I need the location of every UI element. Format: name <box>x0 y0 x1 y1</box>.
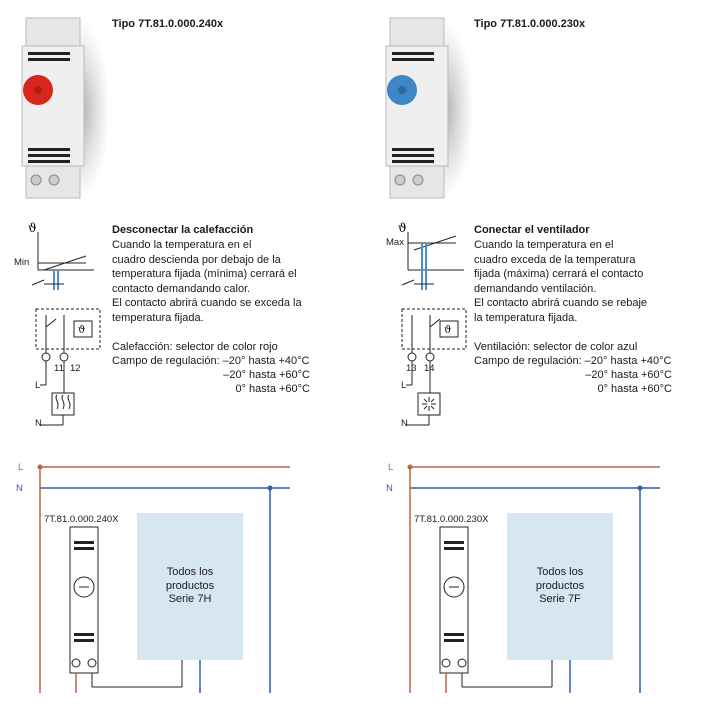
left-wiring-N: N <box>16 483 23 494</box>
left-module-label: 7T.81.0.000.240X <box>44 514 119 525</box>
right-circuit-N: N <box>401 418 408 429</box>
right-circuit-L: L <box>401 380 407 391</box>
theta-symbol: ϑ <box>28 221 37 235</box>
left-circuit-L: L <box>35 380 41 391</box>
left-graph-min-label: Min <box>14 257 30 268</box>
left-terminal-12: 12 <box>70 363 81 374</box>
right-range-3: 0° hasta +60°C <box>597 383 672 395</box>
right-circuit-diagram: ϑ <box>401 308 467 426</box>
left-range-2: –20° hasta +60°C <box>223 369 310 381</box>
left-temperature-graph: ϑ <box>28 221 94 290</box>
left-section-title: Desconectar la calefacción <box>112 224 254 236</box>
right-selector-note: Ventilación: selector de color azul <box>474 341 638 353</box>
right-graph-max-label: Max <box>386 237 404 248</box>
left-range-1: Campo de regulación: –20° hasta +40°C <box>112 355 310 367</box>
right-terminal-13: 13 <box>406 363 417 374</box>
right-wiring-N: N <box>386 483 393 494</box>
left-selector-note: Calefacción: selector de color rojo <box>112 341 278 353</box>
svg-text:ϑ: ϑ <box>78 325 85 336</box>
svg-text:ϑ: ϑ <box>398 221 407 235</box>
right-type-label: Tipo 7T.81.0.000.230x <box>474 18 586 30</box>
right-range-1: Campo de regulación: –20° hasta +40°C <box>474 355 672 367</box>
right-section-title: Conectar el ventilador <box>474 224 590 236</box>
right-wiring-diagram <box>407 464 660 693</box>
right-wiring-L: L <box>388 462 394 473</box>
left-type-label: Tipo 7T.81.0.000.240x <box>112 18 224 30</box>
left-wiring-diagram <box>37 464 290 693</box>
left-circuit-diagram: ϑ <box>35 308 101 426</box>
left-range-3: 0° hasta +60°C <box>235 383 310 395</box>
right-range-2: –20° hasta +60°C <box>585 369 672 381</box>
left-terminal-11: 11 <box>54 363 64 374</box>
right-module-label: 7T.81.0.000.230X <box>414 514 489 525</box>
right-terminal-14: 14 <box>424 363 435 374</box>
left-wiring-L: L <box>18 462 24 473</box>
left-circuit-N: N <box>35 418 42 429</box>
thermostat-red-photo <box>21 17 108 200</box>
right-temperature-graph: ϑ <box>398 221 464 290</box>
svg-text:ϑ: ϑ <box>444 325 451 336</box>
thermostat-blue-photo <box>385 17 472 200</box>
